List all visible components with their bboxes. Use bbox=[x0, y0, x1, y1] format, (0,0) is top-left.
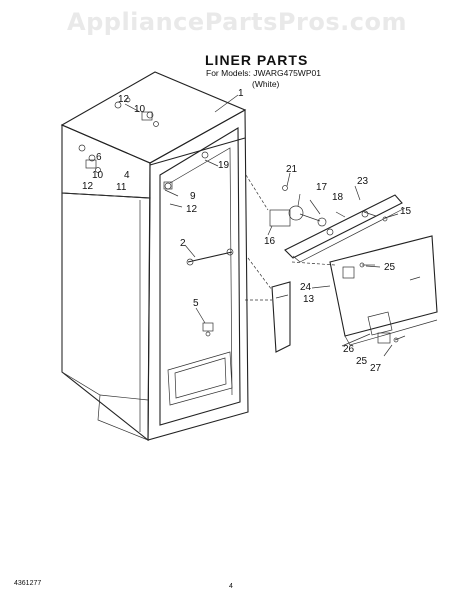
callout-11: 11 bbox=[116, 182, 127, 193]
callout-labels: 1 12 10 6 10 12 4 11 19 9 12 2 5 21 17 1… bbox=[82, 88, 412, 374]
callout-4: 4 bbox=[124, 170, 130, 181]
callout-12: 12 bbox=[82, 181, 94, 192]
callout-19: 19 bbox=[218, 160, 230, 171]
part-fan-motor bbox=[269, 185, 346, 227]
callout-17: 17 bbox=[316, 182, 328, 193]
callout-9: 9 bbox=[190, 191, 196, 202]
page-number: 4 bbox=[229, 583, 233, 590]
callout-24: 24 bbox=[300, 282, 312, 293]
callout-1: 1 bbox=[238, 88, 244, 99]
part-24-cover-panel bbox=[329, 235, 438, 346]
callout-2: 2 bbox=[180, 238, 186, 249]
part-code: 4361277 bbox=[14, 580, 42, 587]
callout-5: 5 bbox=[193, 298, 199, 309]
callout-16: 16 bbox=[264, 236, 276, 247]
part-13-strip bbox=[271, 281, 291, 353]
leader-lines bbox=[124, 94, 393, 357]
callout-12: 12 bbox=[186, 204, 198, 215]
callout-12: 12 bbox=[118, 94, 130, 105]
callout-15: 15 bbox=[400, 206, 412, 217]
part-5-clip bbox=[202, 322, 214, 337]
top-hardware bbox=[78, 97, 209, 190]
watermark: AppliancePartsPros.com bbox=[67, 8, 407, 36]
callout-6: 6 bbox=[96, 152, 102, 163]
callout-13: 13 bbox=[303, 294, 315, 305]
callout-23: 23 bbox=[357, 176, 369, 187]
callout-21: 21 bbox=[286, 164, 298, 175]
callout-25: 25 bbox=[356, 356, 368, 367]
callout-18: 18 bbox=[332, 192, 344, 203]
color-note: (White) bbox=[252, 79, 280, 89]
callout-10: 10 bbox=[134, 104, 146, 115]
callout-27: 27 bbox=[370, 363, 382, 374]
callout-26: 26 bbox=[343, 344, 355, 355]
callout-10: 10 bbox=[92, 170, 104, 181]
part-2-rod bbox=[186, 248, 234, 266]
part-23-shroud bbox=[284, 194, 406, 263]
model-numbers: For Models: JWARG475WP01 bbox=[206, 68, 321, 78]
screws bbox=[359, 213, 406, 344]
diagram-title: LINER PARTS bbox=[205, 52, 309, 68]
callout-25: 25 bbox=[384, 262, 396, 273]
liner-body bbox=[60, 71, 249, 442]
